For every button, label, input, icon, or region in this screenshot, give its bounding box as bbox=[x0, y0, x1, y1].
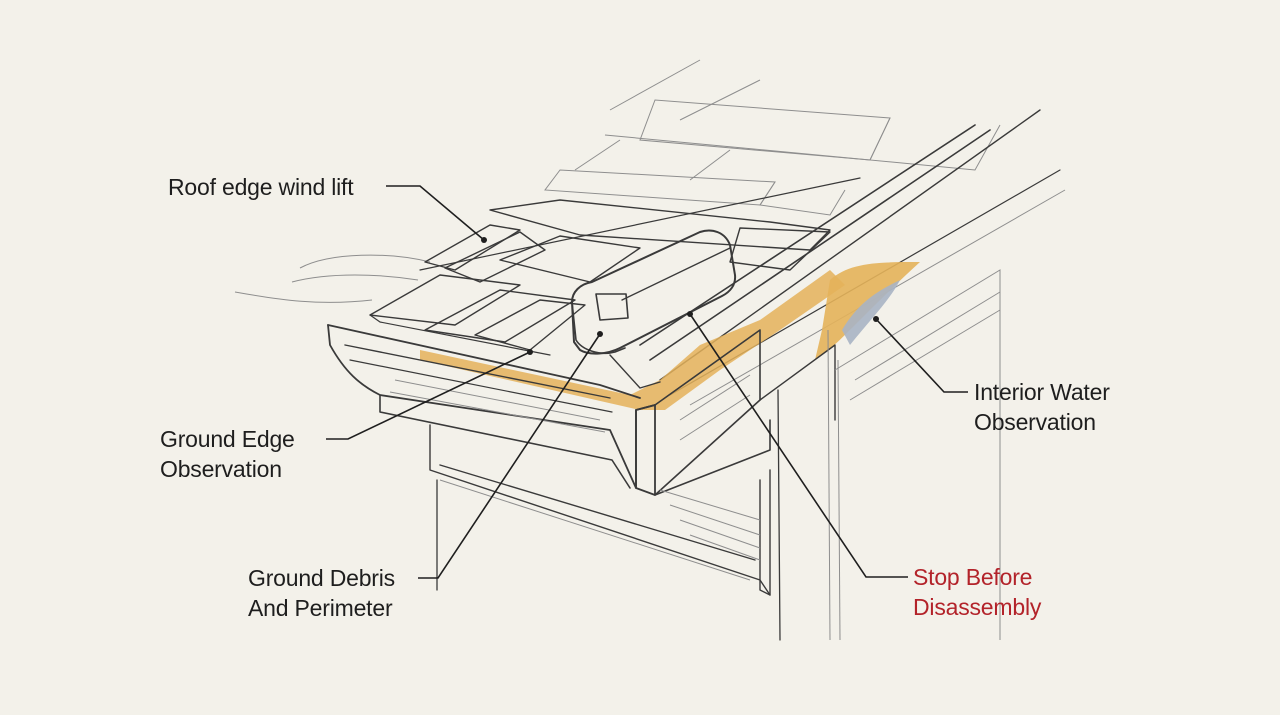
fascia-corner bbox=[635, 329, 836, 496]
label-ground-debris-line2: And Perimeter bbox=[248, 595, 393, 621]
leader-lines bbox=[326, 185, 968, 579]
leader-interior-water-observation bbox=[875, 318, 968, 393]
lower-wall bbox=[429, 269, 1001, 641]
leader-stop-before-disassembly bbox=[689, 313, 908, 578]
label-ground-debris-line1: Ground Debris bbox=[248, 565, 395, 591]
label-interior-water-line2: Observation bbox=[974, 409, 1096, 435]
label-interior-water-line1: Interior Water bbox=[974, 379, 1110, 405]
label-ground-edge-line1: Ground Edge bbox=[160, 426, 295, 452]
label-stop-before-line1: Stop Before bbox=[913, 564, 1033, 590]
label-ground-edge-observation: Ground Edge Observation bbox=[160, 424, 295, 484]
gutter bbox=[327, 324, 656, 489]
leader-ground-edge-observation bbox=[326, 351, 531, 440]
leader-roof-edge-wind-lift bbox=[386, 185, 485, 241]
water-stain bbox=[420, 262, 920, 410]
label-ground-debris-perimeter: Ground Debris And Perimeter bbox=[248, 563, 395, 623]
label-stop-before-line2: Disassembly bbox=[913, 594, 1042, 620]
upper-shingles bbox=[544, 59, 1001, 216]
label-roof-edge-wind-lift-text: Roof edge wind lift bbox=[168, 174, 354, 200]
label-roof-edge-wind-lift: Roof edge wind lift bbox=[168, 172, 354, 202]
roof-shingles bbox=[369, 177, 861, 356]
roof-vent-box bbox=[571, 229, 737, 389]
leader-ground-debris-perimeter bbox=[418, 333, 601, 579]
label-interior-water-observation: Interior Water Observation bbox=[974, 377, 1110, 437]
label-ground-edge-line2: Observation bbox=[160, 456, 282, 482]
label-stop-before-disassembly: Stop Before Disassembly bbox=[913, 562, 1041, 622]
wind-lines bbox=[234, 254, 431, 303]
